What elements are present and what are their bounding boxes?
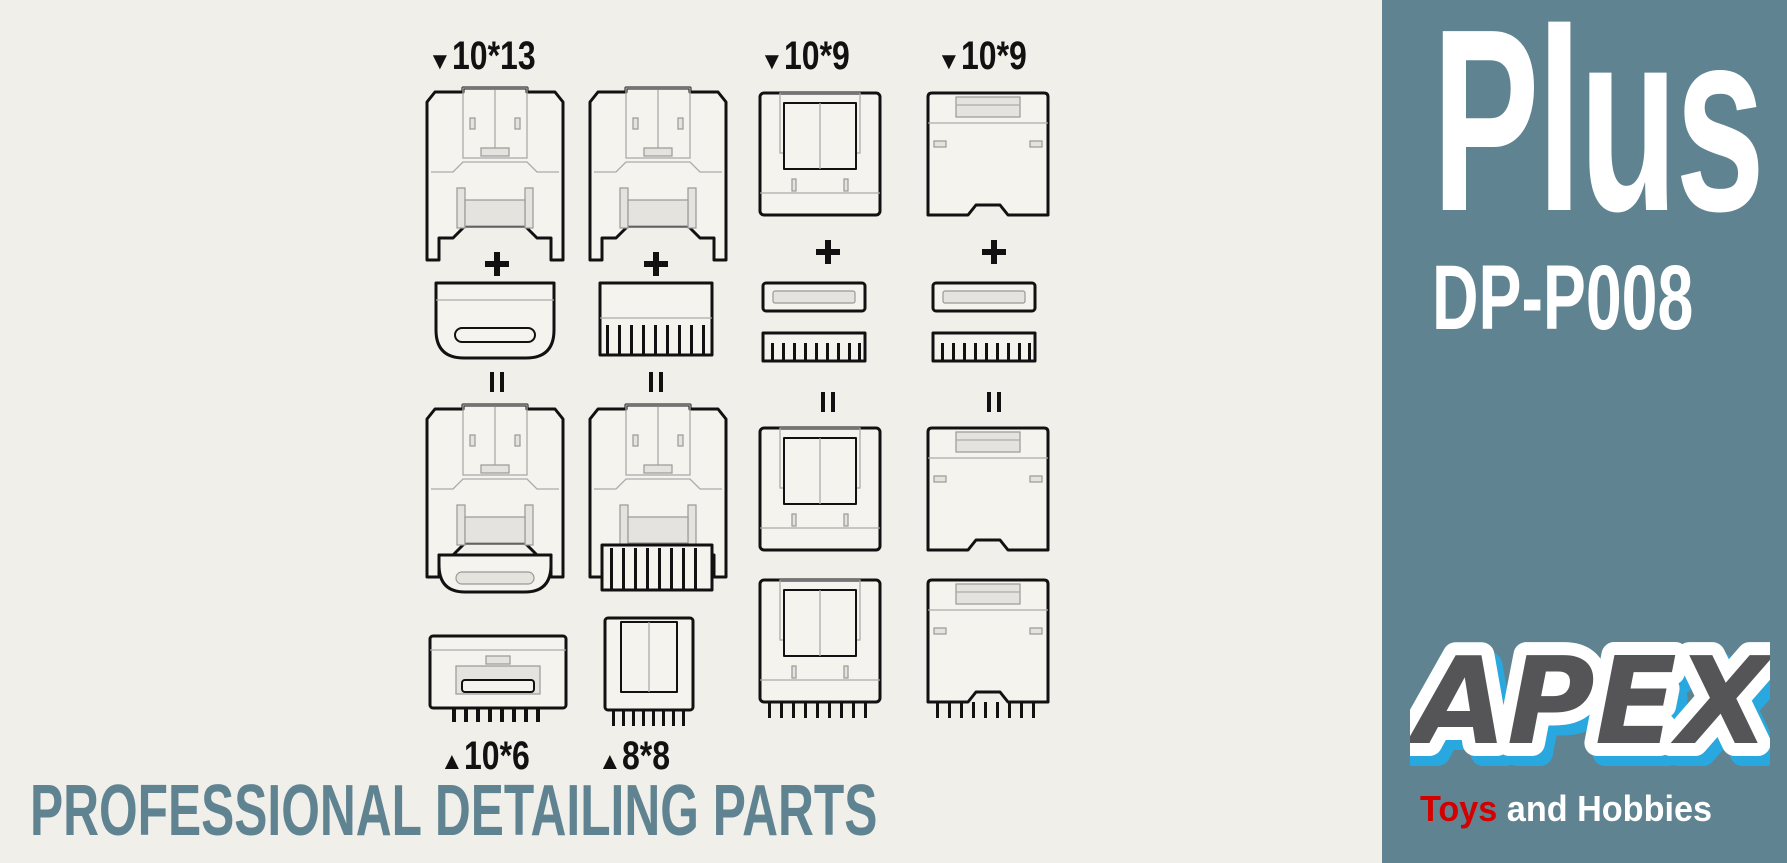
connector-10x6 <box>428 634 568 722</box>
equals-icon <box>490 372 504 392</box>
size-text: 10*9 <box>960 34 1027 78</box>
connector-assembled-pins-base <box>600 543 714 592</box>
connector-10x13-assembled-usbc-port <box>437 553 553 594</box>
flat-strip-insert <box>761 281 867 313</box>
tagline-toys: Toys <box>1420 788 1498 829</box>
pin-strip-insert <box>931 331 1037 363</box>
up-marker-icon: ▲ <box>598 748 622 775</box>
size-text: 8*8 <box>621 734 670 778</box>
footer-title: PROFESSIONAL DETAILING PARTS <box>30 771 878 851</box>
svg-text:APEX: APEX <box>1410 633 1770 772</box>
plus-icon <box>644 252 668 276</box>
connector-10x9-b-assembled-strip <box>926 426 1050 552</box>
size-text: 10*9 <box>783 34 850 78</box>
connector-10x9-a-assembled-pins <box>758 578 882 704</box>
pin-insert-large <box>598 281 714 357</box>
flat-strip-insert <box>931 281 1037 313</box>
equals-icon <box>649 372 663 392</box>
size-label-10x9-b: ▼10*9 <box>937 34 1043 79</box>
down-marker-icon: ▼ <box>937 48 961 75</box>
connector-10x13-top-part-b <box>588 86 728 262</box>
connector-10x9-a-assembled-strip <box>758 426 882 552</box>
equals-icon <box>987 392 1001 412</box>
size-label-10x6: ▲10*6 <box>440 734 546 779</box>
size-text: 10*13 <box>451 34 536 78</box>
plus-icon <box>982 240 1006 264</box>
connector-8x8 <box>603 616 695 726</box>
connector-10x13-assembled-usbc <box>425 403 565 579</box>
product-code: DP-P008 <box>1432 247 1694 349</box>
size-text: 10*6 <box>463 734 530 778</box>
brand-panel <box>1382 0 1787 863</box>
tagline-rest: and Hobbies <box>1497 788 1713 829</box>
plus-icon <box>816 240 840 264</box>
connector-10x9-a-pins <box>768 702 867 718</box>
size-label-10x9-a: ▼10*9 <box>760 34 866 79</box>
connector-10x9-a-top-part <box>758 91 882 217</box>
plus-icon <box>485 252 509 276</box>
connector-10x9-b-assembled-pins <box>926 578 1050 704</box>
connector-10x9-b-top-part <box>926 91 1050 217</box>
svg-text:APEX: APEX <box>1410 633 1770 772</box>
pin-strip-insert <box>761 331 867 363</box>
parts-diagram <box>425 86 1050 726</box>
connector-10x13-top-part <box>425 86 565 262</box>
up-marker-icon: ▲ <box>440 748 464 775</box>
plus-title: Plus <box>1432 0 1765 266</box>
down-marker-icon: ▼ <box>760 48 784 75</box>
apex-logo: APEX APEX APEX <box>1410 625 1770 775</box>
down-marker-icon: ▼ <box>428 48 452 75</box>
usb-c-insert <box>434 281 556 360</box>
tagline: Toys and Hobbies <box>1420 788 1712 830</box>
size-label-8x8: ▲8*8 <box>598 734 682 779</box>
size-label-10x13: ▼10*13 <box>428 34 556 79</box>
connector-10x9-b-pins <box>936 702 1035 718</box>
svg-text:APEX: APEX <box>1414 643 1770 775</box>
equals-icon <box>821 392 835 412</box>
